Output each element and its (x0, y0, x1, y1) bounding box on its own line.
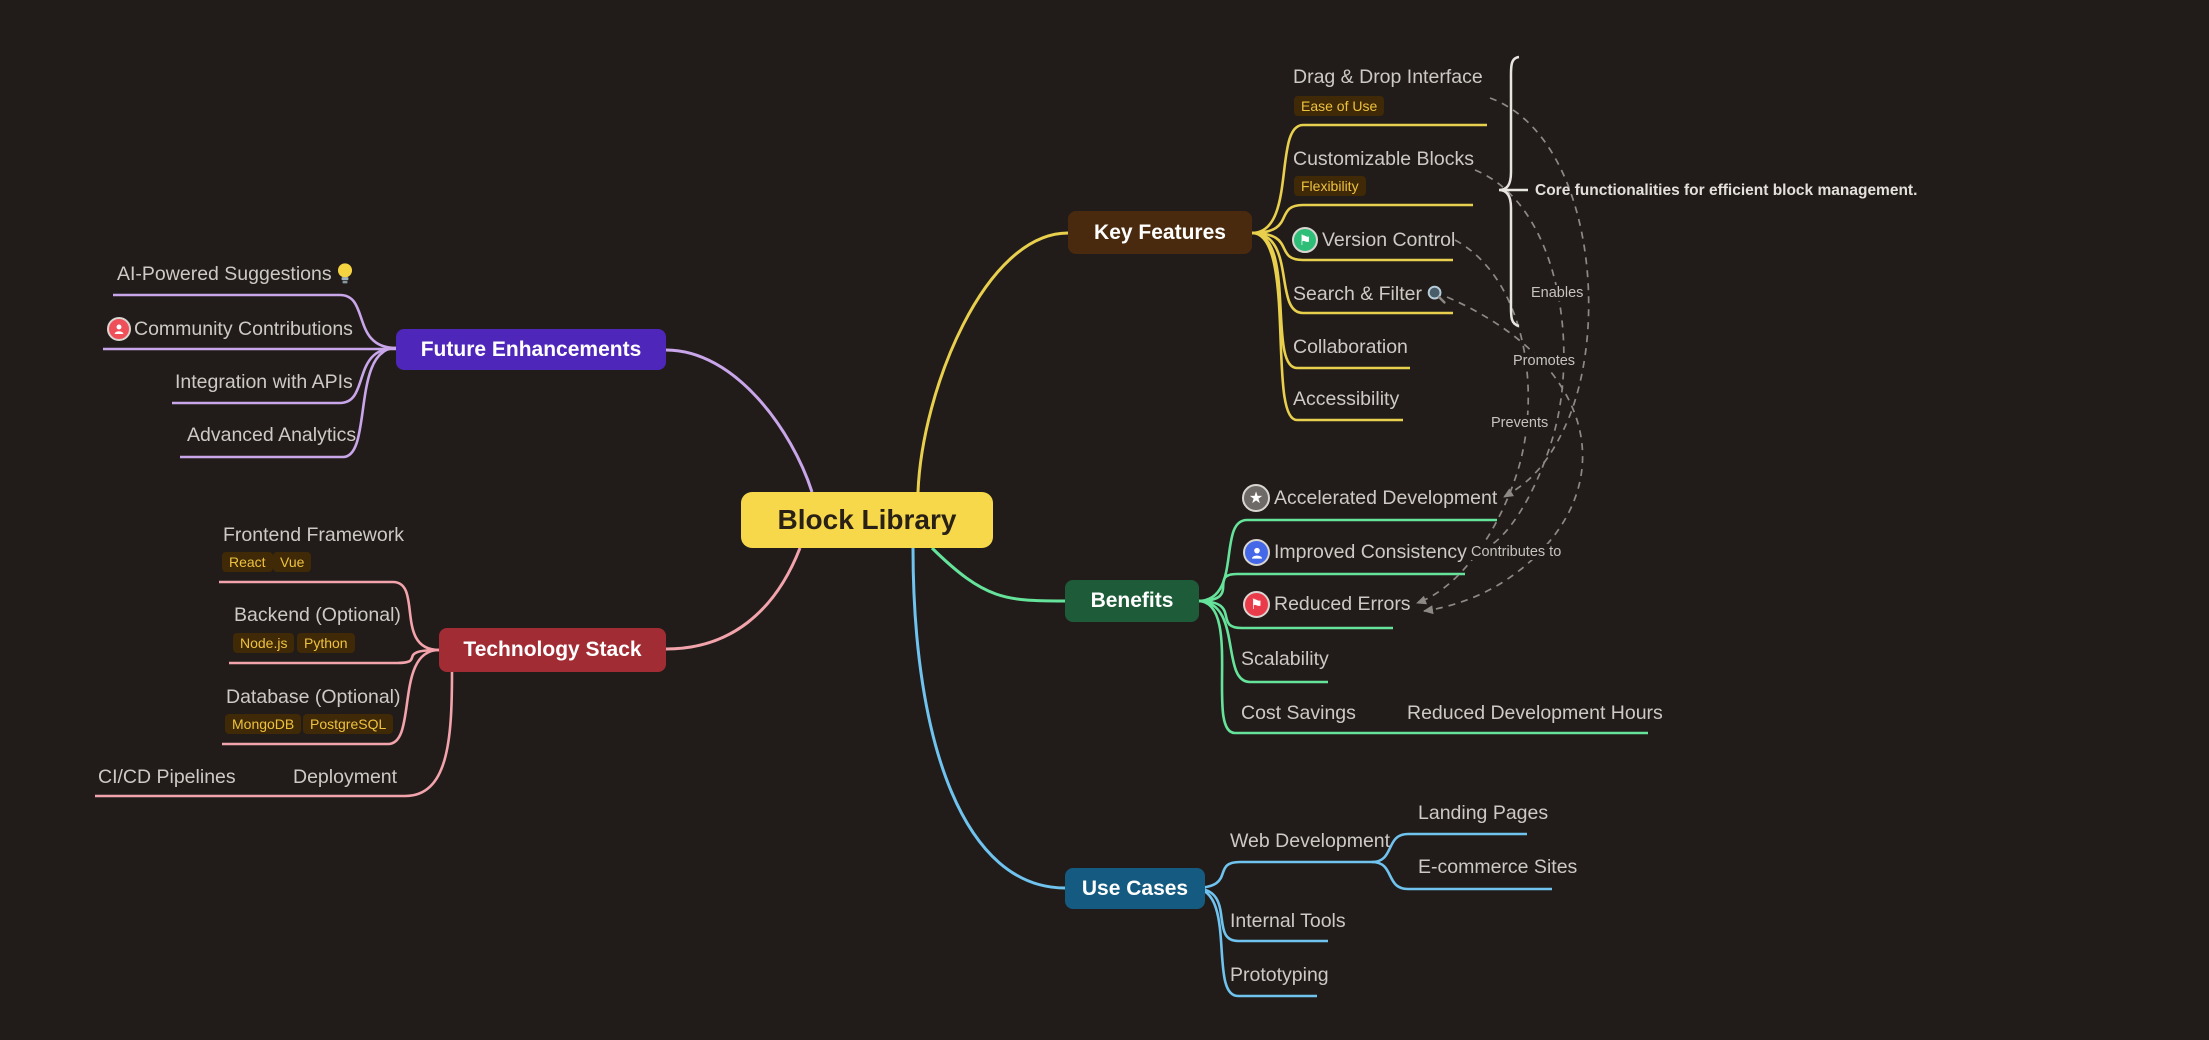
leaf-integration-with-apis[interactable]: Integration with APIs (175, 371, 353, 393)
link-root-tech (665, 547, 802, 651)
leaf-cicd-pipelines[interactable]: CI/CD Pipelines (98, 766, 236, 788)
topic-benefits[interactable]: Benefits (1065, 580, 1199, 622)
future-links (103, 293, 397, 459)
association-arrows (1416, 97, 1590, 615)
leaf-internal-tools[interactable]: Internal Tools (1230, 910, 1346, 932)
leaf-frontend-framework[interactable]: Frontend Framework (223, 524, 404, 546)
leaf-deployment[interactable]: Deployment (293, 766, 398, 788)
link-root-benefits (930, 546, 1066, 603)
root-links (665, 231, 1069, 890)
assoc-prevents (1416, 239, 1530, 605)
flag-icon: ⚑ (1243, 591, 1270, 618)
leaf-version-control[interactable]: ⚑ Version Control (1292, 227, 1455, 253)
leaf-ai-powered-suggestions[interactable]: AI-Powered Suggestions (117, 262, 354, 286)
leaf-reduced-errors[interactable]: ⚑ Reduced Errors (1243, 591, 1411, 618)
leaf-ai-powered-suggestions-label: AI-Powered Suggestions (117, 262, 332, 285)
topic-use-cases[interactable]: Use Cases (1065, 868, 1205, 909)
topic-benefits-label: Benefits (1090, 589, 1174, 612)
leaf-improved-consistency-label: Improved Consistency (1274, 541, 1467, 563)
leaf-improved-consistency[interactable]: Improved Consistency (1243, 539, 1467, 566)
leaf-ecommerce-sites[interactable]: E-commerce Sites (1418, 856, 1578, 878)
benefits-links (1197, 518, 1648, 735)
user-icon (1243, 539, 1270, 566)
star-icon: ★ (1242, 484, 1270, 512)
leaf-prototyping[interactable]: Prototyping (1230, 964, 1329, 986)
topic-future-enhancements-label: Future Enhancements (420, 337, 642, 361)
lightbulb-icon (337, 263, 352, 284)
leaf-drag-drop-interface[interactable]: Drag & Drop Interface (1293, 66, 1483, 88)
assoc-label-promotes: Promotes (1510, 353, 1579, 369)
key-features-links (1251, 123, 1487, 422)
link-root-use-cases (911, 547, 1066, 890)
root-topic-label: Block Library (777, 504, 957, 535)
topic-key-features-label: Key Features (1094, 220, 1226, 244)
leaf-reduced-development-hours[interactable]: Reduced Development Hours (1407, 702, 1663, 724)
leaf-advanced-analytics[interactable]: Advanced Analytics (187, 424, 357, 446)
user-icon (107, 317, 131, 341)
leaf-cost-savings[interactable]: Cost Savings (1241, 702, 1356, 724)
leaf-customizable-blocks[interactable]: Customizable Blocks (1293, 148, 1474, 170)
root-topic[interactable]: Block Library (741, 492, 993, 548)
topic-technology-stack-label: Technology Stack (463, 638, 642, 661)
topic-future-enhancements[interactable]: Future Enhancements (396, 329, 666, 370)
leaf-accelerated-development[interactable]: ★ Accelerated Development (1242, 484, 1497, 512)
tag-ease-of-use: Ease of Use (1294, 96, 1385, 116)
leaf-collaboration[interactable]: Collaboration (1293, 336, 1408, 358)
tech-links (95, 580, 454, 798)
leaf-web-development[interactable]: Web Development (1230, 830, 1391, 852)
leaf-landing-pages[interactable]: Landing Pages (1418, 802, 1549, 824)
leaf-search-filter-label: Search & Filter (1293, 282, 1422, 305)
tag-vue: Vue (273, 552, 312, 572)
use-cases-links (1192, 832, 1552, 998)
leaf-accessibility[interactable]: Accessibility (1293, 388, 1400, 410)
tag-nodejs: Node.js (233, 633, 295, 653)
leaf-database-optional[interactable]: Database (Optional) (226, 686, 401, 708)
topic-key-features[interactable]: Key Features (1068, 211, 1252, 254)
leaf-scalability[interactable]: Scalability (1241, 648, 1329, 670)
topic-use-cases-label: Use Cases (1081, 876, 1189, 900)
link-root-future (665, 348, 814, 493)
tag-postgresql: PostgreSQL (303, 714, 394, 734)
assoc-label-prevents: Prevents (1488, 415, 1552, 431)
topic-technology-stack[interactable]: Technology Stack (439, 628, 666, 672)
magnifier-icon (1427, 285, 1446, 304)
summary-bracket (1498, 55, 1528, 328)
tag-react: React (222, 552, 273, 572)
link-root-key-features (916, 231, 1069, 493)
leaf-reduced-errors-label: Reduced Errors (1274, 593, 1411, 615)
leaf-version-control-label: Version Control (1322, 228, 1456, 251)
assoc-label-contributes-to: Contributes to (1468, 544, 1565, 560)
flag-icon: ⚑ (1292, 227, 1318, 253)
leaf-backend-optional[interactable]: Backend (Optional) (234, 604, 401, 626)
assoc-label-enables: Enables (1528, 285, 1587, 301)
leaf-community-contributions-label: Community Contributions (134, 317, 353, 340)
leaf-search-filter[interactable]: Search & Filter (1293, 283, 1447, 305)
tag-flexibility: Flexibility (1294, 176, 1366, 196)
leaf-community-contributions[interactable]: Community Contributions (107, 317, 353, 341)
tag-mongodb: MongoDB (225, 714, 302, 734)
tag-python: Python (297, 633, 355, 653)
leaf-accelerated-development-label: Accelerated Development (1274, 486, 1498, 509)
summary-core-functionalities: Core functionalities for efficient block… (1535, 182, 1918, 199)
